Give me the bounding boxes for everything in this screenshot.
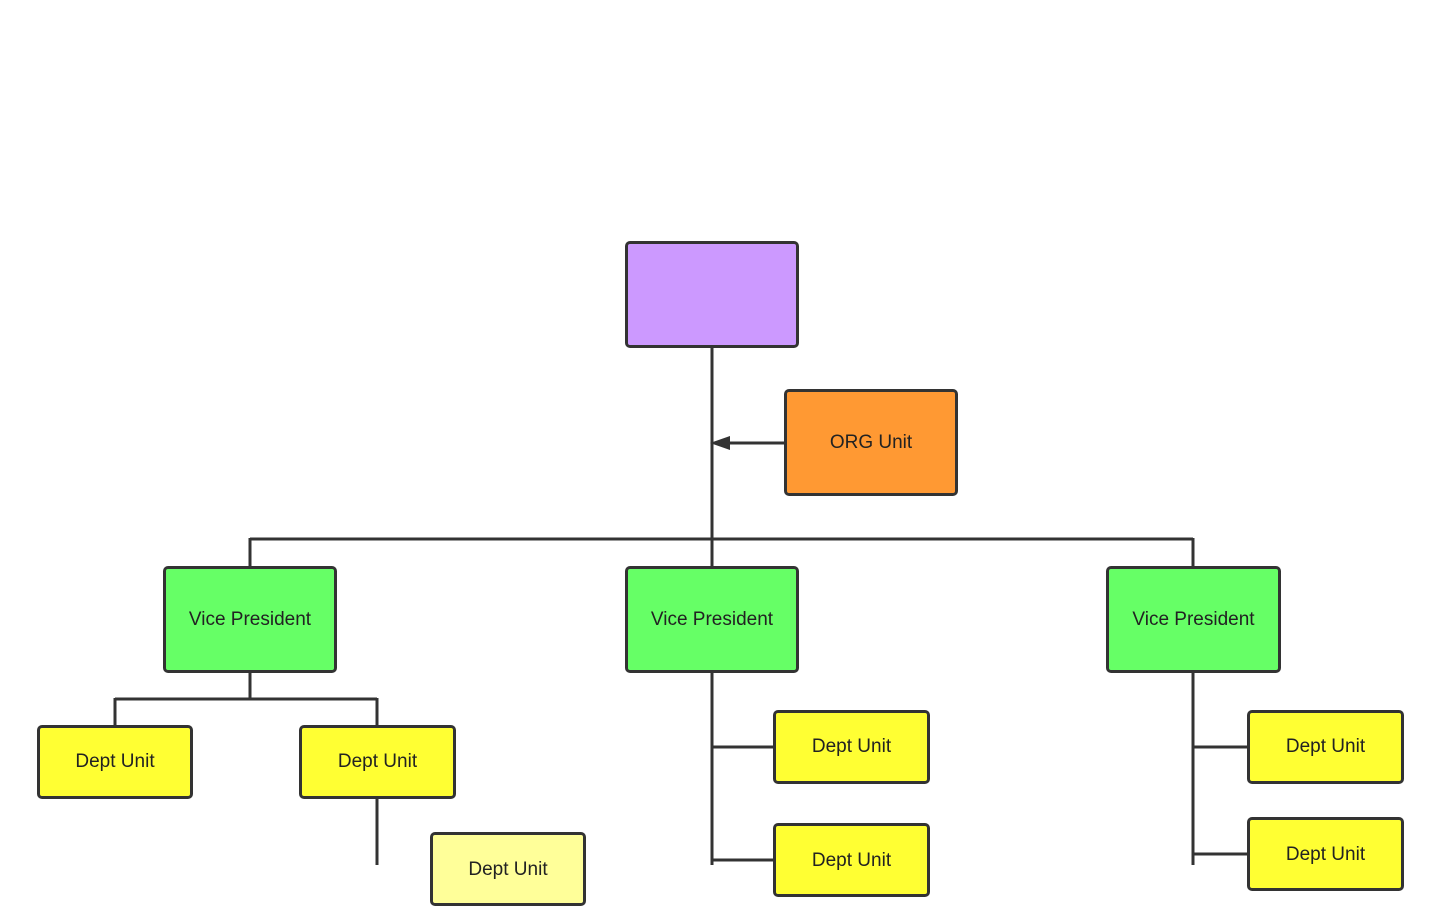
vp-left-label: Vice President	[188, 608, 312, 630]
left-dept-unit-1[interactable]: Dept Unit	[37, 725, 193, 799]
right-dept-unit-1[interactable]: Dept Unit	[1247, 710, 1404, 784]
center-dept-unit-2-label: Dept Unit	[811, 850, 892, 871]
connector-org-arrowhead	[710, 436, 730, 450]
right-dept-unit-2-label: Dept Unit	[1285, 844, 1366, 865]
left-dept-unit-2-label: Dept Unit	[337, 751, 418, 772]
vp-left-node[interactable]: Vice President	[163, 566, 337, 673]
org-chart-canvas: ORG Unit Vice President Vice President V…	[37, 241, 1404, 906]
vp-right-label: Vice President	[1132, 608, 1255, 630]
connector-layer	[113, 347, 1248, 865]
left-dept-unit-2[interactable]: Dept Unit	[299, 725, 456, 799]
vp-center-node[interactable]: Vice President	[625, 566, 799, 673]
right-dept-unit-2[interactable]: Dept Unit	[1247, 817, 1404, 891]
vp-center-label: Vice President	[650, 608, 774, 630]
left-dept-unit-1-label: Dept Unit	[75, 751, 155, 772]
left-sub-dept-unit[interactable]: Dept Unit	[430, 832, 586, 906]
center-dept-unit-1-label: Dept Unit	[811, 736, 892, 757]
org-unit-label: ORG Unit	[829, 431, 913, 453]
org-unit-node[interactable]: ORG Unit	[784, 389, 958, 496]
center-dept-unit-2[interactable]: Dept Unit	[773, 823, 930, 897]
right-dept-unit-1-label: Dept Unit	[1285, 736, 1366, 757]
vp-right-node[interactable]: Vice President	[1106, 566, 1281, 673]
left-sub-dept-unit-label: Dept Unit	[468, 859, 548, 880]
center-dept-unit-1[interactable]: Dept Unit	[773, 710, 930, 784]
root-node[interactable]	[625, 241, 799, 348]
